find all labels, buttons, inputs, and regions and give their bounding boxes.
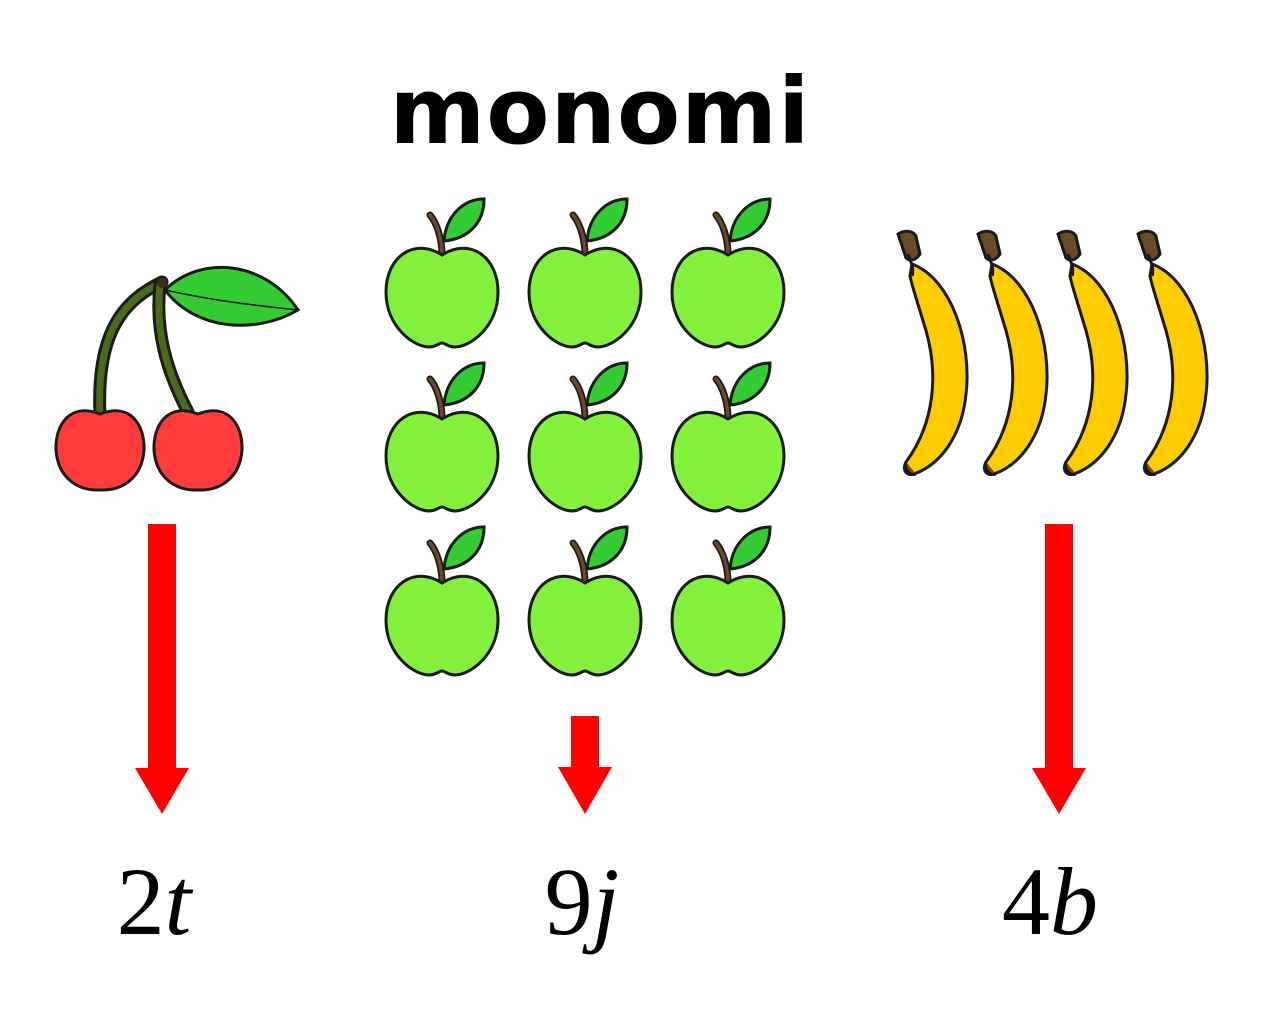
- apple-icon: [529, 363, 641, 511]
- apple-icon: [672, 527, 784, 675]
- cherry-group: [54, 265, 301, 492]
- arrow-down-icon: [135, 524, 189, 814]
- cherry-icon: [54, 265, 301, 492]
- apple-icon: [672, 363, 784, 511]
- banana-group: [896, 229, 1209, 476]
- diagram-title: monomi: [389, 58, 811, 165]
- monomial-bananas: 4b: [930, 846, 1170, 957]
- coefficient: 4: [1002, 848, 1050, 955]
- banana-icon: [1136, 229, 1209, 476]
- banana-icon: [896, 229, 969, 476]
- apple-icon: [386, 527, 498, 675]
- apple-icon: [386, 199, 498, 347]
- apple-group: [386, 199, 784, 675]
- coefficient: 2: [116, 848, 165, 955]
- banana-icon: [976, 229, 1049, 476]
- apple-icon: [386, 363, 498, 511]
- monomial-apples: 9j: [462, 846, 702, 957]
- arrow-down-icon: [1032, 524, 1086, 814]
- apple-icon: [529, 527, 641, 675]
- variable: t: [164, 848, 192, 955]
- banana-icon: [1056, 229, 1129, 476]
- variable: b: [1050, 848, 1098, 955]
- apple-icon: [672, 199, 784, 347]
- arrow-down-icon: [558, 716, 612, 814]
- coefficient: 9: [544, 848, 593, 955]
- variable: j: [592, 848, 620, 955]
- monomial-cherries: 2t: [34, 846, 274, 957]
- apple-icon: [529, 199, 641, 347]
